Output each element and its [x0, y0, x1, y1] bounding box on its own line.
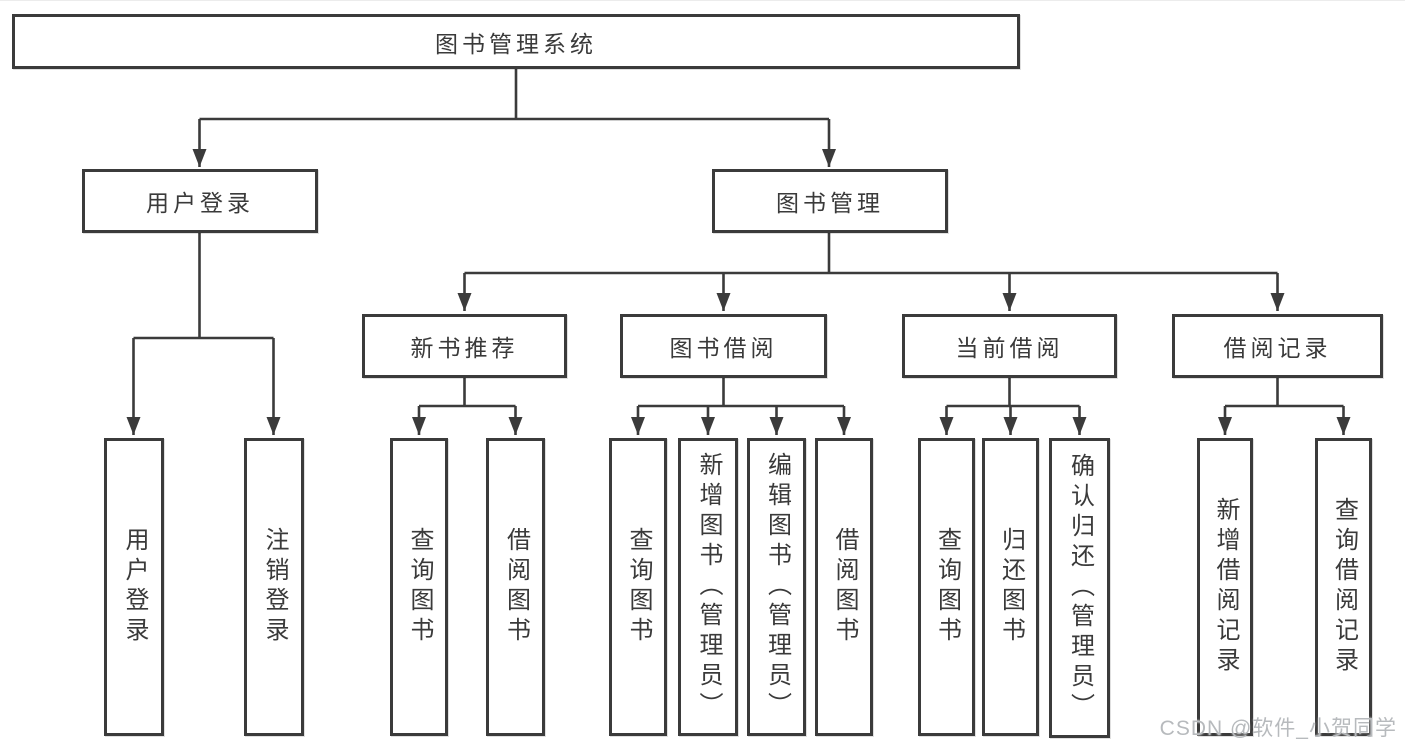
node-label: 用户登录: [146, 190, 254, 216]
leaf-label: 查询借阅记录: [1330, 497, 1358, 677]
leaf-query-books-current: 查询图书: [918, 438, 975, 736]
node-label: 借阅记录: [1223, 335, 1332, 361]
leaf-label: 查询图书: [625, 527, 652, 647]
node-borrow-records: 借阅记录: [1172, 314, 1383, 378]
csdn-watermark: CSDN @软件_小贺同学: [1159, 717, 1397, 740]
leaf-query-books-recommend: 查询图书: [390, 438, 448, 736]
node-new-book-recommend: 新书推荐: [362, 314, 567, 378]
leaf-return-books: 归还图书: [982, 438, 1039, 736]
leaf-label: 借阅图书: [831, 527, 858, 647]
node-current-borrowing: 当前借阅: [902, 314, 1117, 378]
leaf-edit-books-admin: 编辑图书（管理员）: [747, 438, 806, 736]
leaf-query-borrow-record: 查询借阅记录: [1315, 438, 1372, 736]
leaf-label: 借阅图书: [502, 527, 530, 647]
leaf-label: 归还图书: [997, 527, 1025, 647]
leaf-logout: 注销登录: [244, 438, 304, 736]
leaf-label: 查询图书: [933, 527, 961, 647]
node-book-borrowing: 图书借阅: [620, 314, 827, 378]
leaf-label: 注销登录: [261, 527, 288, 647]
leaf-confirm-return-admin: 确认归还（管理员）: [1049, 438, 1110, 738]
node-label: 图书借阅: [669, 335, 778, 361]
leaf-borrow-books: 借阅图书: [815, 438, 873, 736]
leaf-query-books-borrowing: 查询图书: [609, 438, 667, 736]
leaf-add-borrow-record: 新增借阅记录: [1197, 438, 1253, 736]
node-library-system: 图书管理系统: [12, 14, 1020, 69]
node-user-login: 用户登录: [82, 169, 318, 233]
node-book-management: 图书管理: [712, 169, 948, 233]
leaf-label: 用户登录: [121, 527, 148, 647]
leaf-label: 编辑图书（管理员）: [763, 452, 791, 722]
node-label: 图书管理系统: [435, 30, 597, 57]
node-label: 新书推荐: [410, 335, 519, 361]
node-label: 图书管理: [776, 190, 884, 216]
leaf-user-login: 用户登录: [104, 438, 164, 736]
leaf-label: 查询图书: [406, 527, 433, 647]
leaf-add-books-admin: 新增图书（管理员）: [678, 438, 738, 736]
leaf-borrow-books-recommend: 借阅图书: [486, 438, 545, 736]
leaf-label: 新增借阅记录: [1212, 497, 1239, 677]
leaf-label: 新增图书（管理员）: [695, 452, 722, 722]
node-label: 当前借阅: [955, 335, 1064, 361]
leaf-label: 确认归还（管理员）: [1066, 453, 1094, 723]
